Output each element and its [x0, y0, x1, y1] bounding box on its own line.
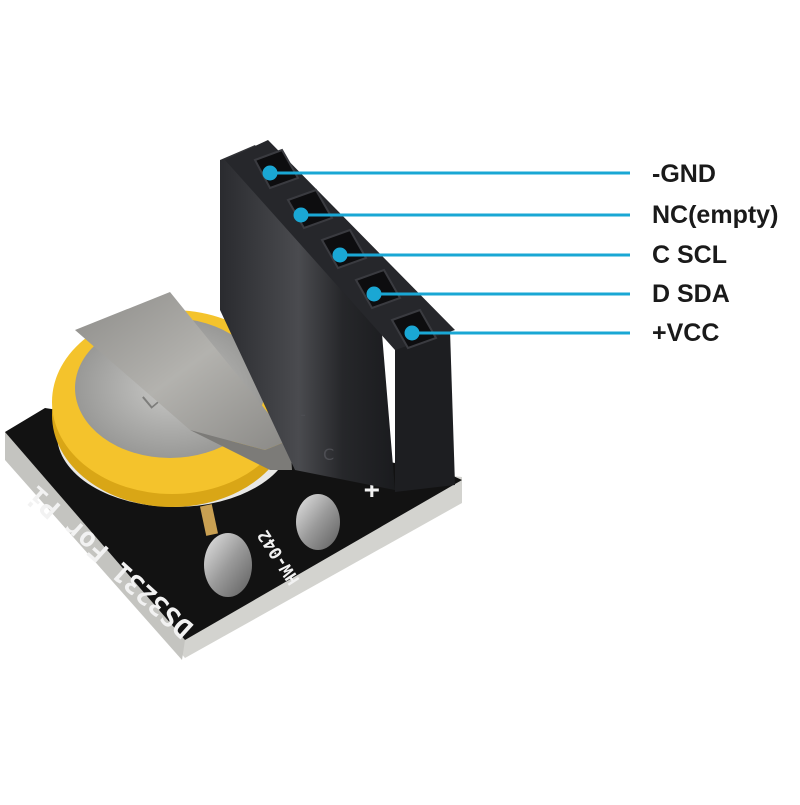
pin-callouts [262, 165, 630, 341]
pin-mark-c: C [323, 445, 334, 464]
battery-clip [75, 292, 290, 450]
solder-joints [200, 494, 340, 597]
pin-mark-minus: - [300, 405, 306, 424]
pin-label-vcc: +VCC [652, 319, 720, 347]
callout-dot-sda [366, 286, 382, 302]
pin-label-nc: NC(empty) [652, 201, 779, 229]
female-header: - C [220, 140, 455, 492]
callout-dot-vcc [404, 325, 420, 341]
callout-dot-scl [332, 247, 348, 263]
pin-label-sda: D SDA [652, 280, 730, 308]
pin-label-gnd: -GND [652, 160, 716, 188]
pin-label-scl: C SCL [652, 241, 727, 269]
callout-dot-nc [293, 207, 309, 223]
callout-dot-gnd [262, 165, 278, 181]
